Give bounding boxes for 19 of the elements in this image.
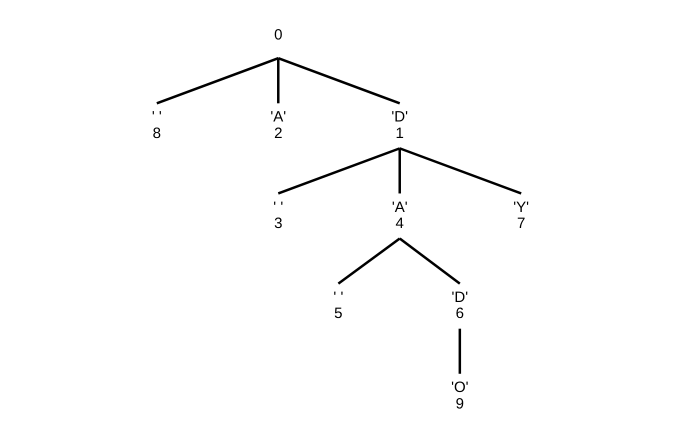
- node-text: 'D' 6: [452, 288, 468, 322]
- connector: [399, 147, 522, 195]
- connector: [398, 238, 461, 285]
- connector: [156, 57, 279, 104]
- connector: [278, 57, 400, 104]
- connector: [398, 148, 401, 194]
- node-text: 0: [274, 26, 282, 44]
- connector: [458, 328, 462, 374]
- connector: [338, 238, 400, 285]
- node-text: 'A' 2: [270, 108, 286, 142]
- node-text: 'Y' 7: [513, 198, 530, 232]
- node-text: 'A' 4: [392, 198, 408, 232]
- node-text: 'D' 1: [391, 108, 408, 142]
- connector: [277, 58, 280, 104]
- node-text: ' ' 3: [273, 198, 284, 232]
- connector: [278, 147, 400, 195]
- node-text: 'O' 9: [451, 379, 469, 412]
- node-text: ' ' 5: [333, 288, 344, 322]
- node-text: ' ' 8: [152, 108, 162, 142]
